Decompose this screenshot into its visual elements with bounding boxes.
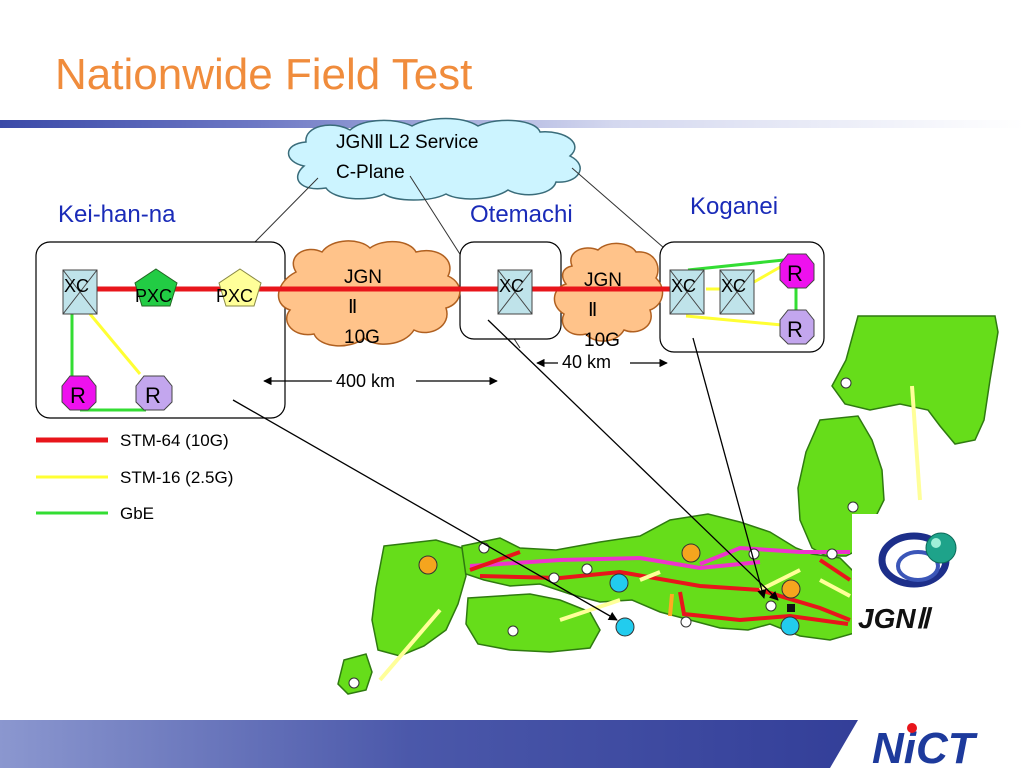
distance-40km: 40 km — [536, 352, 668, 372]
map-links — [378, 385, 922, 682]
jgn-cloud-east: JGN Ⅱ 10G — [553, 242, 664, 351]
jgn-cloud-west: JGN Ⅱ 10G — [277, 240, 461, 348]
site-label-otemachi: Otemachi — [470, 201, 573, 228]
svg-text:XC: XC — [64, 276, 89, 296]
distance-400km-label: 400 km — [336, 371, 395, 391]
nict-logo-text: NiCT — [872, 724, 978, 768]
slide-title: Nationwide Field Test — [55, 50, 473, 99]
map-hokkaido — [831, 315, 999, 445]
location-arrows — [232, 319, 779, 621]
svg-text:XC: XC — [671, 276, 696, 296]
jgn-cloud-east-line3: 10G — [584, 330, 620, 351]
svg-text:R: R — [145, 383, 161, 408]
svg-text:XC: XC — [721, 276, 746, 296]
router-keihanna-lavender: R — [135, 375, 173, 411]
xc-node-koganei-1: XC — [669, 269, 705, 315]
control-plane-label-line2: C-Plane — [336, 162, 405, 183]
svg-text:R: R — [787, 317, 803, 342]
svg-text:R: R — [787, 261, 803, 286]
xc-node-koganei-2: XC — [719, 269, 755, 315]
footer-bar: NiCT — [0, 720, 1024, 768]
site-label-koganei: Koganei — [690, 193, 778, 220]
svg-text:XC: XC — [499, 276, 524, 296]
japan-map — [337, 315, 999, 695]
nict-logo-dot — [907, 723, 917, 733]
keihanna-links — [70, 312, 146, 412]
jgn-logo: JGNⅡ — [852, 514, 982, 640]
nict-logo-area: NiCT — [830, 720, 1024, 768]
map-island — [337, 653, 373, 695]
router-koganei-lavender: R — [779, 309, 815, 345]
distance-40km-label: 40 km — [562, 352, 611, 372]
router-keihanna-magenta: R — [61, 375, 97, 411]
map-kyushu — [371, 539, 467, 657]
jgn-cloud-west-line3: 10G — [344, 327, 380, 348]
jgn-logo-text: JGNⅡ — [858, 603, 933, 634]
control-plane-cloud: JGNⅡ L2 Service C-Plane — [287, 117, 581, 201]
legend-label-stm64: STM-64 (10G) — [120, 431, 229, 450]
koganei-links — [685, 258, 798, 327]
map-nodes — [348, 377, 859, 689]
svg-text:PXC: PXC — [216, 286, 253, 306]
legend-label-gbe: GbE — [120, 504, 154, 523]
jgn-cloud-east-line1: JGN — [584, 270, 622, 291]
map-shikoku — [465, 593, 601, 653]
router-koganei-magenta: R — [779, 253, 815, 289]
jgn-cloud-east-line2: Ⅱ — [588, 300, 597, 321]
svg-text:PXC: PXC — [135, 286, 172, 306]
legend-label-stm16: STM-16 (2.5G) — [120, 468, 233, 487]
distance-400km: 400 km — [263, 371, 498, 391]
jgn-cloud-west-line1: JGN — [344, 267, 382, 288]
site-label-keihanna: Kei-han-na — [58, 201, 176, 228]
xc-node-otemachi: XC — [497, 269, 533, 315]
xc-node-keihanna: XC — [62, 269, 98, 315]
legend: STM-64 (10G) STM-16 (2.5G) GbE — [36, 431, 233, 523]
jgn-cloud-west-line2: Ⅱ — [348, 297, 357, 318]
control-plane-label-line1: JGNⅡ L2 Service — [336, 132, 478, 153]
pxc-node-yellow: PXC — [216, 268, 262, 307]
svg-text:R: R — [70, 383, 86, 408]
pxc-node-green: PXC — [134, 268, 178, 307]
